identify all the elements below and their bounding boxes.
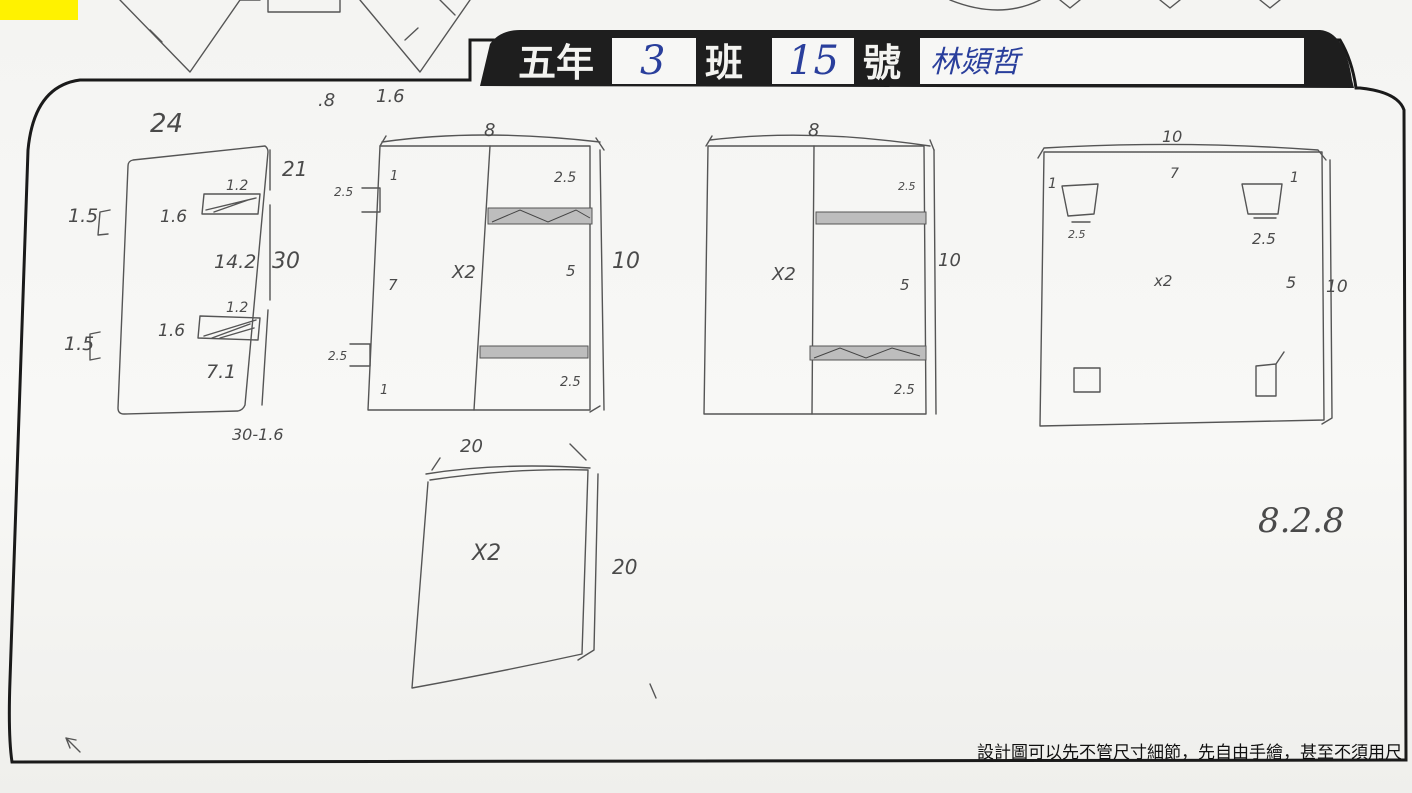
sketch-back-panel: 8 10 X2 2.5 5 2.5 — [703, 120, 961, 415]
side-width-mark: 21 — [282, 157, 307, 181]
top-slot-b: 2.5 — [1252, 230, 1276, 248]
back-height: 10 — [938, 250, 961, 271]
back-bottom-right: 2.5 — [894, 383, 915, 398]
grade-label: 五年 — [518, 41, 594, 85]
front-left-slot: 2.5 — [334, 185, 353, 199]
sketch-front-panel: 8 10 X2 2.5 2.5 5 2.5 2.5 1 7 1 — [328, 120, 640, 413]
class-box — [612, 38, 696, 84]
back-top-right: 2.5 — [898, 180, 916, 193]
front-bottom-slot — [479, 345, 589, 359]
front-left-val: 1 — [390, 169, 398, 184]
seat-label: 號 — [863, 41, 901, 85]
sketch-side-panel: 24 21 30 1.5 1.5 1.6 1.6 1.2 14.2 1.2 7.… — [64, 109, 307, 444]
stray-mark — [649, 683, 657, 699]
top-width: 10 — [1162, 127, 1182, 146]
front-middle: 5 — [566, 262, 576, 280]
class-number: 3 — [640, 38, 665, 84]
front-top-slot — [487, 207, 593, 225]
top-label-b: 1.6 — [376, 86, 405, 107]
top-right-marks — [949, 0, 1281, 11]
arrow-mark — [65, 737, 81, 753]
seat-box — [772, 38, 854, 84]
top-height: 10 — [1326, 277, 1348, 297]
front-multiplier: X2 — [451, 262, 476, 283]
side-height: 30 — [272, 249, 300, 274]
student-name: 林熲哲 — [930, 45, 1024, 80]
sketch-square-panel: 20 20 X2 — [411, 436, 637, 689]
name-box — [920, 38, 1304, 84]
side-middle: 14.2 — [214, 251, 256, 273]
front-left-slot-2: 2.5 — [328, 349, 347, 363]
side-slot: 1.2 — [226, 178, 248, 194]
side-foot: 30-1.6 — [232, 425, 284, 444]
side-inner-1: 1.6 — [160, 207, 187, 227]
square-multiplier: X2 — [471, 541, 501, 566]
signature: 8.2.8 — [1258, 501, 1345, 541]
front-bottom-right: 2.5 — [560, 375, 581, 390]
corner-tag — [0, 0, 78, 20]
front-left-mid: 7 — [388, 276, 398, 294]
side-inner-2: 1.6 — [158, 321, 185, 341]
class-label: 班 — [705, 41, 743, 85]
seat-number: 15 — [788, 38, 839, 84]
front-left-bot: 1 — [380, 383, 388, 398]
back-multiplier: X2 — [771, 264, 796, 285]
top-middle: 5 — [1286, 273, 1296, 292]
top-mid: 7 — [1170, 166, 1179, 182]
top-fold-diagram — [119, 0, 471, 73]
side-lower-slot: 1.2 — [226, 300, 248, 316]
side-top: 24 — [150, 109, 183, 139]
sketch-top-panel: 10 10 x2 1 7 1 2.5 2.5 5 — [1037, 127, 1348, 427]
back-middle: 5 — [900, 276, 910, 294]
side-left-mark-1: 1.5 — [68, 205, 98, 227]
top-slot-a: 2.5 — [1068, 228, 1086, 241]
front-height: 10 — [612, 249, 640, 274]
frame-border — [7, 38, 1408, 764]
side-bottom: 7.1 — [206, 361, 236, 383]
side-left-mark-2: 1.5 — [64, 333, 94, 355]
top-left: 1 — [1048, 176, 1057, 192]
top-right: 1 — [1290, 170, 1299, 186]
back-width: 8 — [808, 120, 819, 141]
square-width: 20 — [460, 436, 483, 457]
top-label-a: .8 — [318, 90, 335, 111]
back-top-slot — [815, 211, 927, 225]
square-height: 20 — [612, 555, 637, 579]
front-top-right: 2.5 — [554, 170, 576, 186]
footer-note: 設計圖可以先不管尺寸細節，先自由手繪，甚至不須用尺 — [977, 743, 1402, 763]
top-multiplier: x2 — [1153, 272, 1172, 290]
front-width: 8 — [484, 120, 495, 141]
